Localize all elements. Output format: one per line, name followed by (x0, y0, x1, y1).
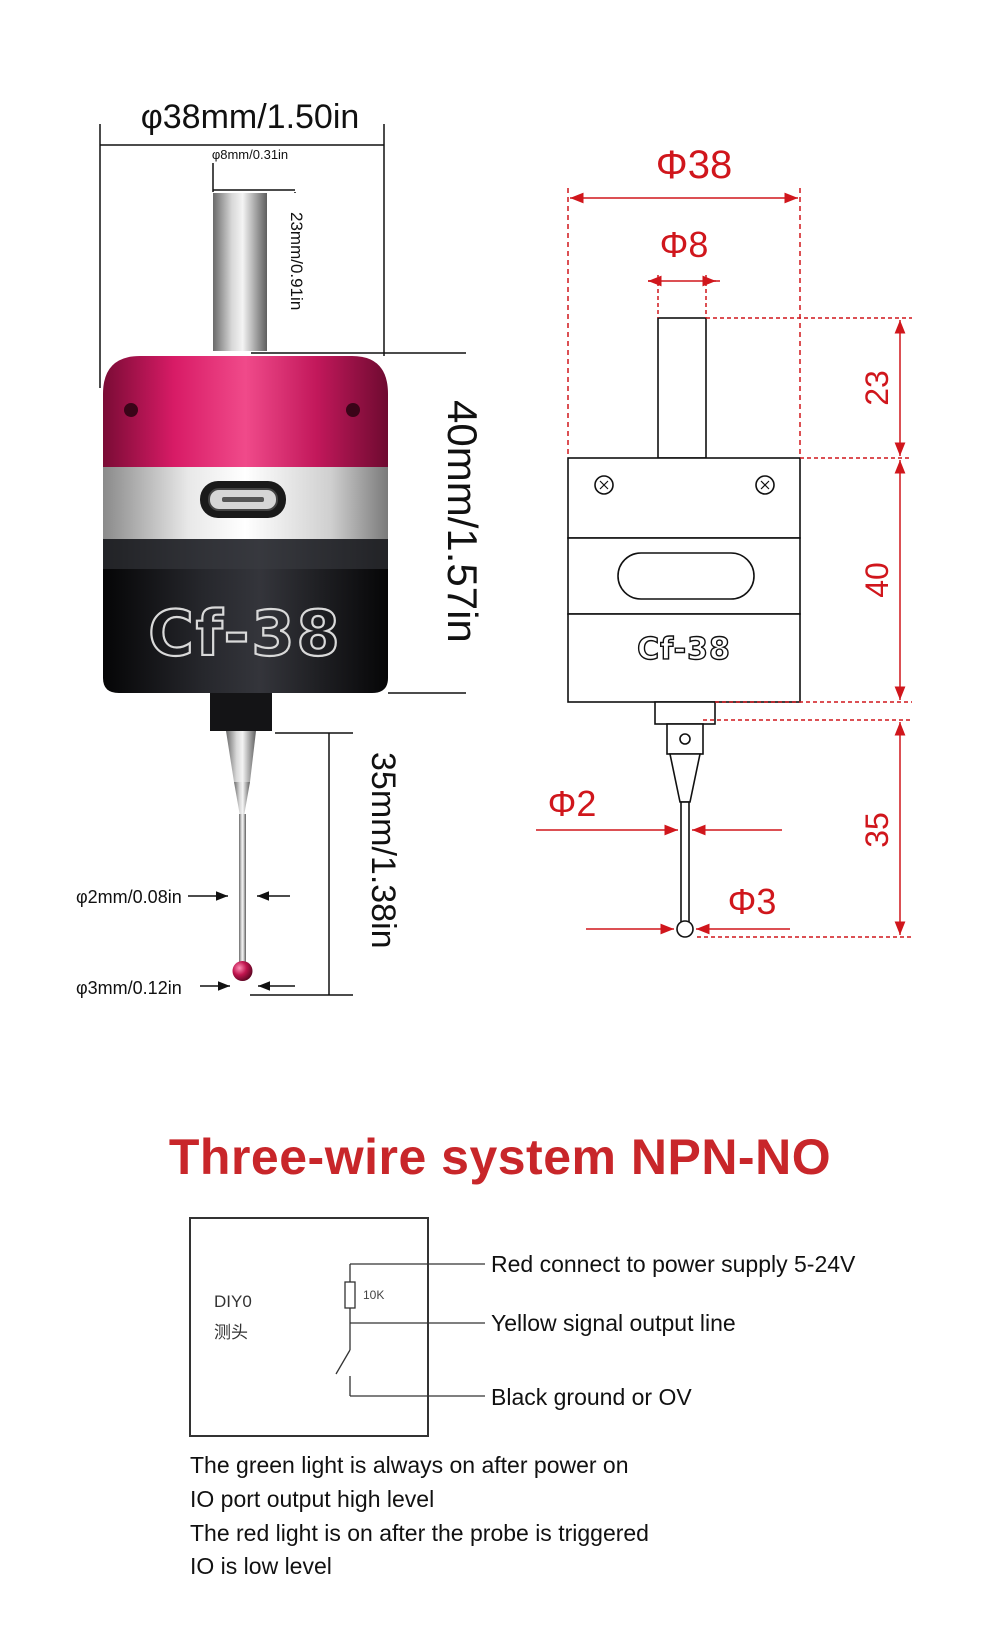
photo-screw-right (346, 403, 360, 417)
drawing-dim-shank-len: 23 (859, 370, 895, 406)
photo-shank (213, 193, 267, 351)
photo-dim-stylus-len: 35mm/1.38in (364, 752, 402, 949)
photo-dimension-lines (99, 124, 466, 996)
drawing-top-ring (567, 457, 801, 539)
probe-box (189, 1217, 429, 1437)
photo-dim-ball-dia: φ3mm/0.12in (76, 978, 182, 998)
photo-dim-shank-dia: φ8mm/0.31in (212, 147, 288, 162)
probe-box-label-name: 测头 (214, 1323, 248, 1342)
photo-dim-width: φ38mm/1.50in (141, 98, 360, 136)
wire-yellow-label: Yellow signal output line (491, 1310, 736, 1336)
wiring-title: Three-wire system NPN-NO (168, 1129, 832, 1185)
photo-neck (210, 693, 272, 731)
photo-dim-shank-len: 23mm/0.91in (287, 212, 306, 310)
drawing-dim-width: Φ38 (656, 143, 732, 187)
note-line-4: IO is low level (190, 1553, 332, 1579)
drawing-body-logo: Cf-38 (637, 632, 731, 667)
drawing-dim-shank-dia: Φ8 (660, 224, 709, 265)
photo-probe: Cf-38 (103, 193, 388, 981)
photo-ruby-ball (232, 961, 253, 981)
drawing-dimension-lines (536, 188, 912, 938)
drawing-stylus (680, 801, 690, 927)
wiring-diagram: 10K (189, 1217, 485, 1437)
drawing-shank (657, 317, 707, 459)
drawing-dim-body-height: 40 (859, 562, 895, 598)
drawing-dim-ball-dia: Φ3 (728, 881, 777, 922)
photo-screw-left (124, 403, 138, 417)
photo-stylus (239, 814, 246, 964)
photo-dim-stylus-dia: φ2mm/0.08in (76, 887, 182, 907)
photo-magenta-ring (103, 356, 388, 467)
note-line-3: The red light is on after the probe is t… (190, 1520, 649, 1546)
photo-dim-body-height: 40mm/1.57in (439, 400, 486, 643)
drawing-ball (676, 920, 694, 938)
wire-black-label: Black ground or OV (491, 1384, 692, 1410)
drawing-bottom-ring (567, 613, 801, 703)
photo-body-logo: Cf-38 (148, 597, 341, 670)
probe-box-label-model: DIY0 (214, 1292, 252, 1311)
resistor-icon (344, 1281, 356, 1309)
note-line-1: The green light is always on after power… (190, 1452, 629, 1478)
drawing-dim-stylus-dia: Φ2 (548, 783, 597, 824)
wire-red-label: Red connect to power supply 5-24V (491, 1251, 856, 1277)
photo-black-body (103, 539, 388, 693)
switch-icon (335, 1349, 351, 1375)
note-line-2: IO port output high level (190, 1486, 435, 1512)
drawing-dim-stylus-len: 35 (859, 812, 895, 848)
drawing-probe (567, 317, 801, 938)
resistor-label: 10K (363, 1288, 384, 1302)
